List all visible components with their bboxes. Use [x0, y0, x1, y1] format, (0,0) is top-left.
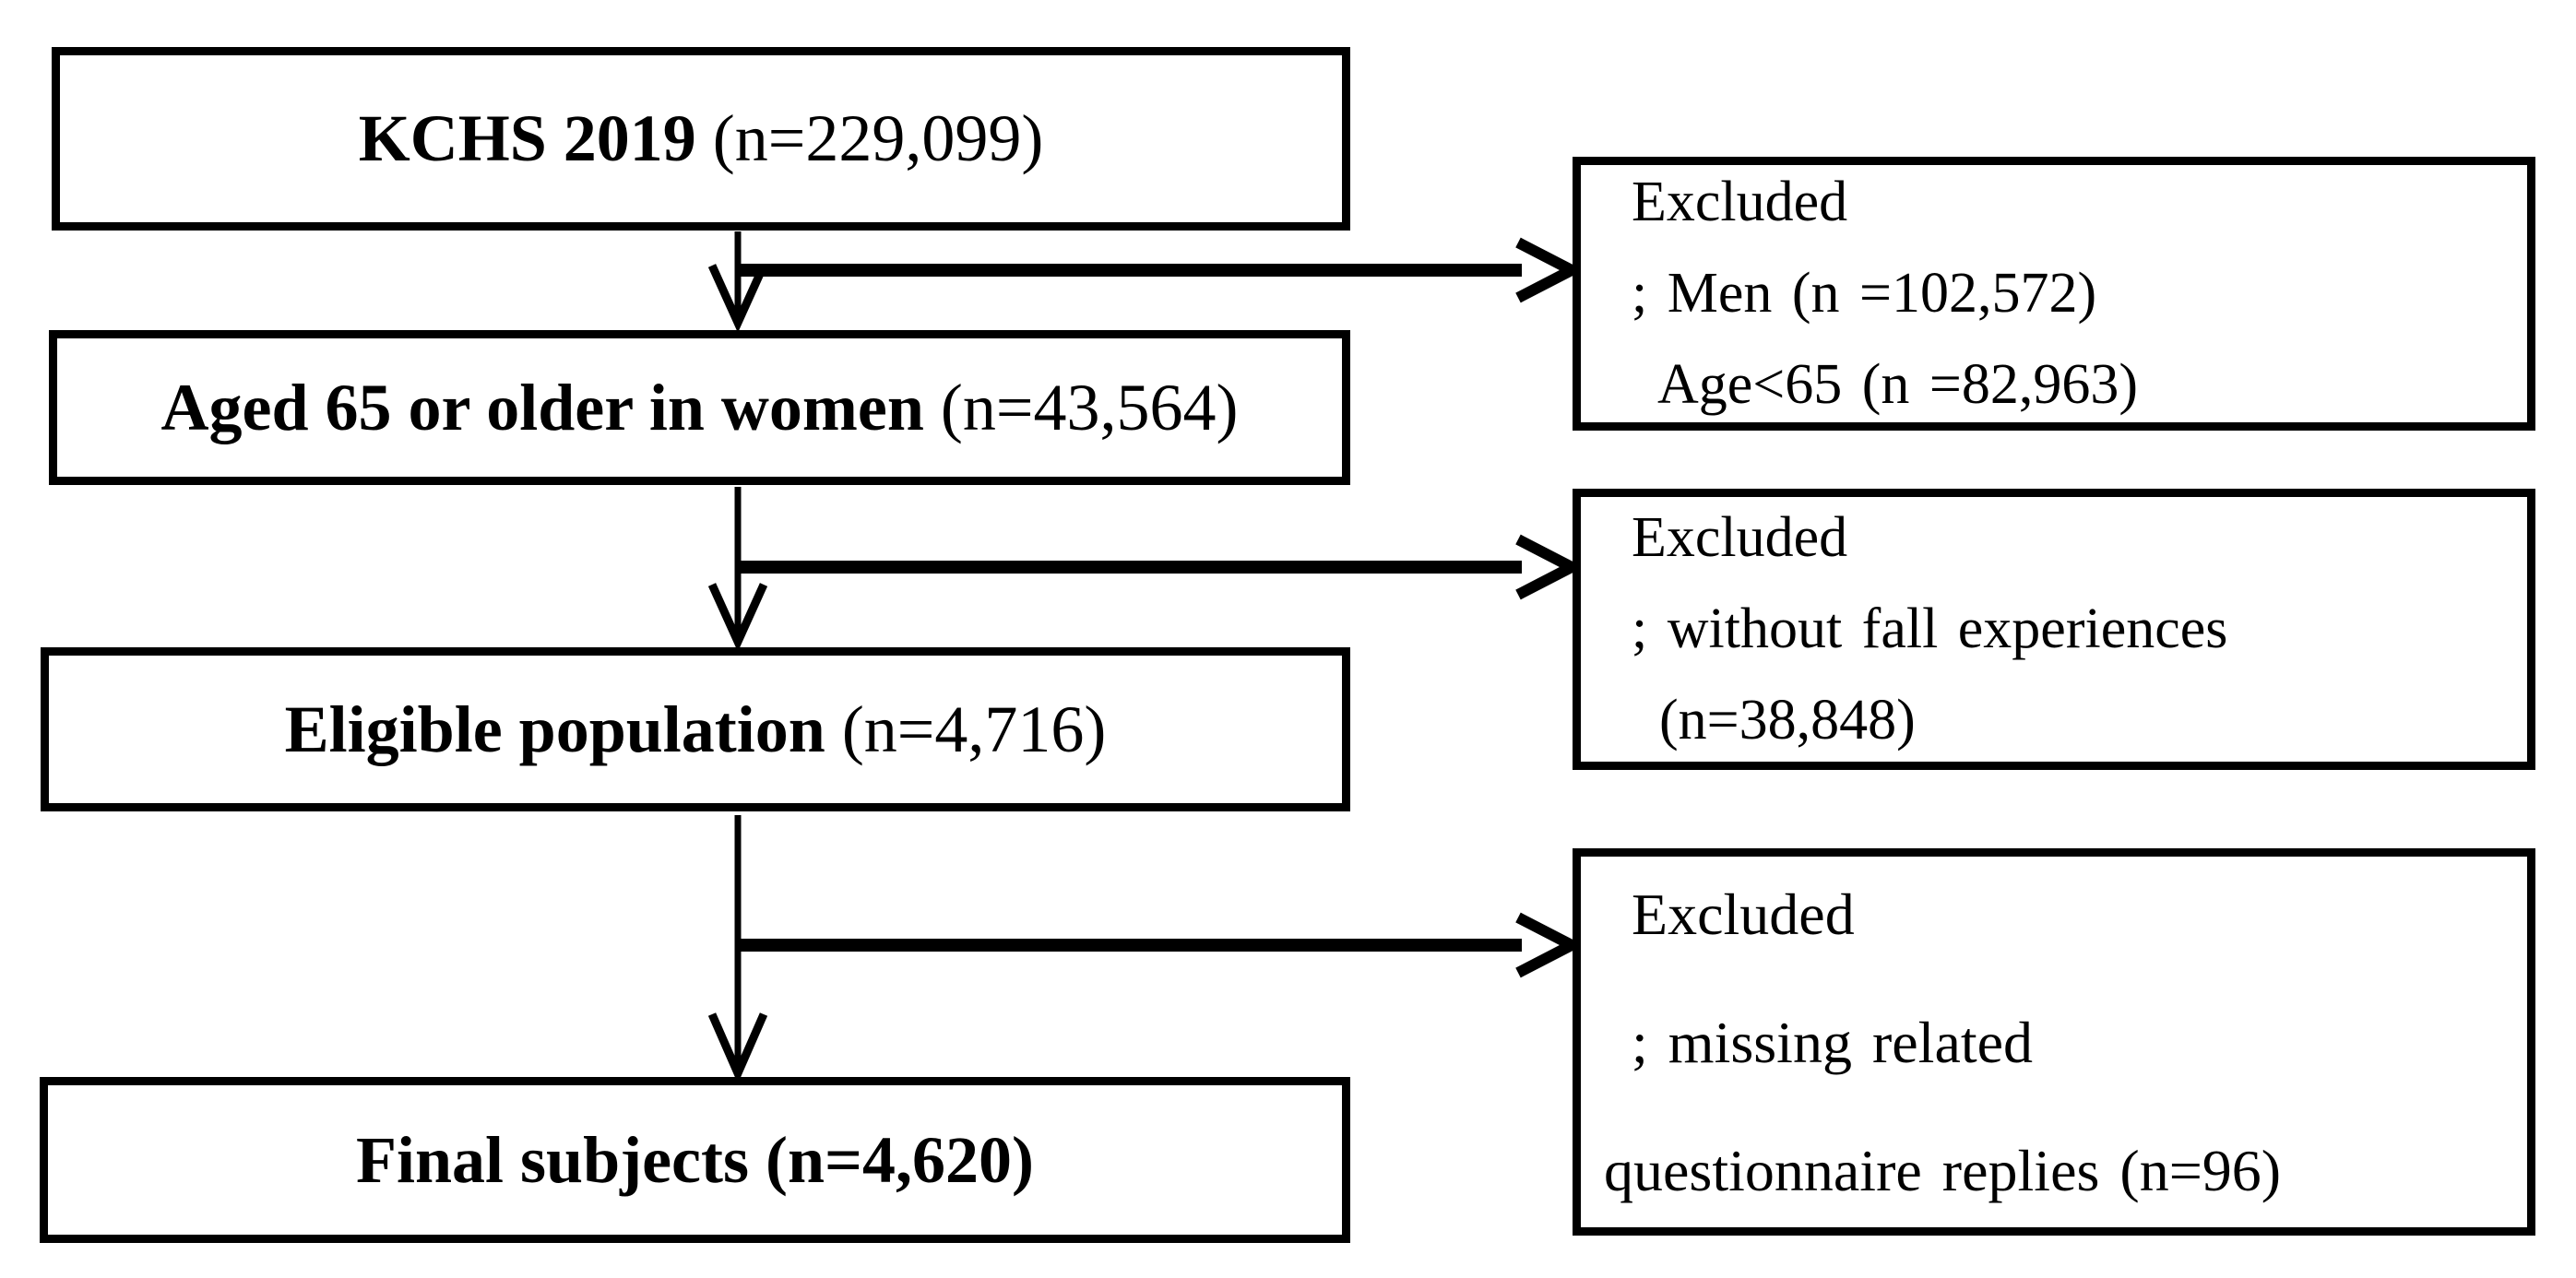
box-kchs-2019: KCHS 2019 (n=229,099) [52, 47, 1350, 231]
box-kchs-2019-count: (n=229,099) [712, 101, 1044, 175]
excluded-1-line2: ; Men (n =102,572) [1632, 262, 2097, 325]
box-kchs-2019-label: KCHS 2019 (n=229,099) [359, 101, 1044, 177]
excluded-2-line2: ; without fall experiences [1632, 598, 2228, 660]
box-eligible-population: Eligible population (n=4,716) [41, 647, 1350, 811]
box-eligible-population-title: Eligible population [284, 692, 842, 766]
box-excluded-no-fall: Excluded ; without fall experiences (n=3… [1573, 489, 2535, 770]
right-arrow-1 [738, 237, 1585, 303]
box-kchs-2019-title: KCHS 2019 [358, 101, 713, 175]
down-arrow-1 [707, 231, 768, 333]
excluded-1-title: Excluded [1632, 171, 1848, 233]
box-excluded-missing-replies: Excluded ; missing related questionnaire… [1573, 848, 2535, 1236]
box-eligible-population-label: Eligible population (n=4,716) [285, 692, 1107, 768]
box-final-subjects-label: Final subjects (n=4,620) [356, 1122, 1034, 1199]
excluded-1-line3: Age<65 (n =82,963) [1657, 353, 2139, 416]
box-final-subjects-title: Final subjects (n=4,620) [355, 1122, 1035, 1197]
box-aged-65-women-title: Aged 65 or older in women [160, 370, 941, 444]
right-arrow-3 [738, 912, 1585, 978]
excluded-3-title: Excluded [1632, 881, 1855, 947]
excluded-2-line3: (n=38,848) [1659, 689, 1916, 751]
box-aged-65-women: Aged 65 or older in women (n=43,564) [49, 330, 1350, 485]
box-final-subjects: Final subjects (n=4,620) [40, 1077, 1350, 1243]
excluded-2-title: Excluded [1632, 506, 1848, 569]
excluded-3-line3: questionnaire replies (n=96) [1604, 1137, 2282, 1203]
box-excluded-men-age: Excluded ; Men (n =102,572) Age<65 (n =8… [1573, 157, 2535, 431]
box-aged-65-women-count: (n=43,564) [940, 370, 1239, 444]
box-aged-65-women-label: Aged 65 or older in women (n=43,564) [161, 370, 1239, 446]
excluded-3-line2: ; missing related [1632, 1009, 2034, 1075]
box-eligible-population-count: (n=4,716) [841, 692, 1107, 766]
right-arrow-2 [738, 534, 1585, 600]
